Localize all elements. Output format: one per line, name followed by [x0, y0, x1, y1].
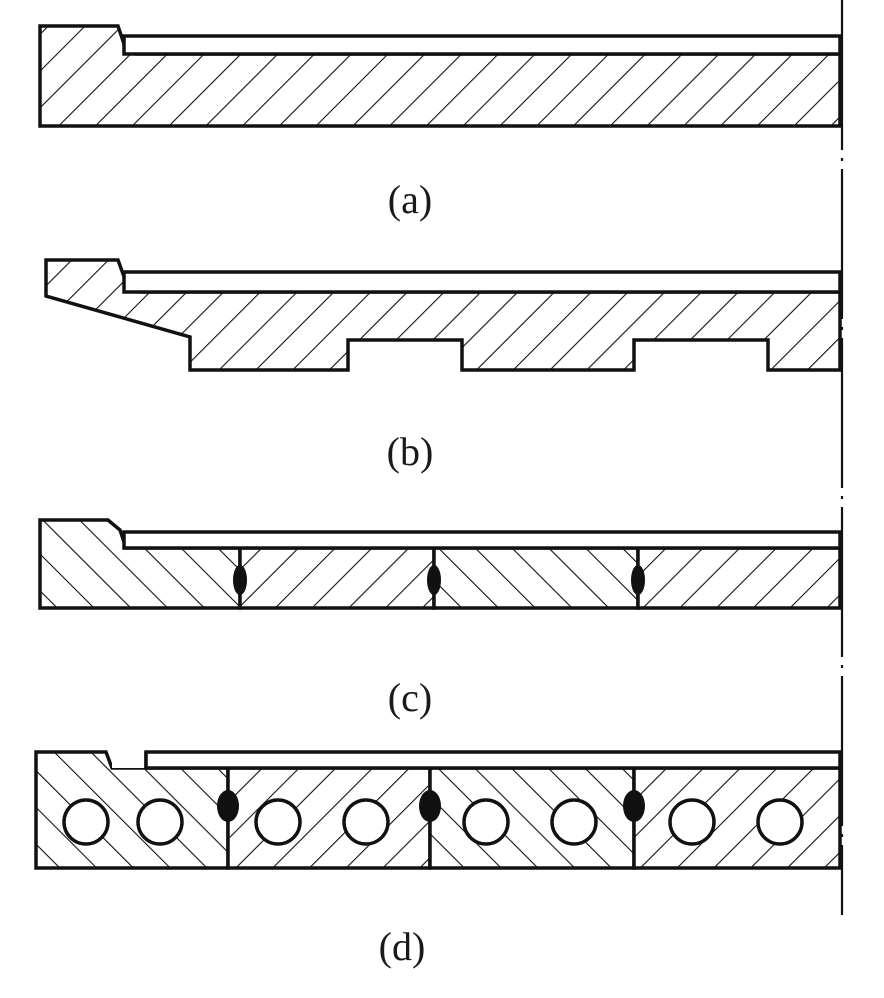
panel-a-caption: (a): [388, 177, 432, 222]
panel-c-caption: (c): [388, 675, 432, 720]
panel-d-weld-1: [217, 790, 239, 822]
panel-b: (b): [44, 258, 842, 474]
panel-d-segment-3: [428, 766, 636, 870]
panel-c: (c): [38, 518, 842, 720]
panel-c-top-strip: [122, 530, 842, 550]
panel-d-weld-2: [419, 790, 441, 822]
panel-d: (d): [34, 750, 842, 969]
panel-d-top-strip: [144, 750, 842, 770]
panel-c-weld-1: [233, 565, 247, 595]
panel-d-weld-3: [623, 790, 645, 822]
panel-d-hole: [550, 798, 598, 846]
panel-a: (a): [38, 24, 842, 222]
panel-b-caption: (b): [387, 429, 434, 474]
panel-a-top-strip: [122, 34, 842, 56]
panel-d-hole: [62, 798, 110, 846]
panel-d-hole: [462, 798, 510, 846]
panel-d-hole: [254, 798, 302, 846]
panel-d-hole: [756, 798, 804, 846]
panel-d-caption: (d): [379, 924, 426, 969]
panel-c-weld-3: [631, 565, 645, 595]
panel-c-segment-2: [238, 546, 436, 610]
panel-d-hole: [342, 798, 390, 846]
panel-d-hole: [136, 798, 184, 846]
panel-d-hole: [668, 798, 716, 846]
panel-c-weld-2: [427, 565, 441, 595]
panel-c-segment-4: [636, 546, 842, 610]
panel-c-segment-3: [432, 546, 640, 610]
panel-d-notch: [112, 752, 146, 768]
panel-b-top-strip: [122, 270, 842, 294]
panel-d-segment-4: [632, 766, 842, 870]
